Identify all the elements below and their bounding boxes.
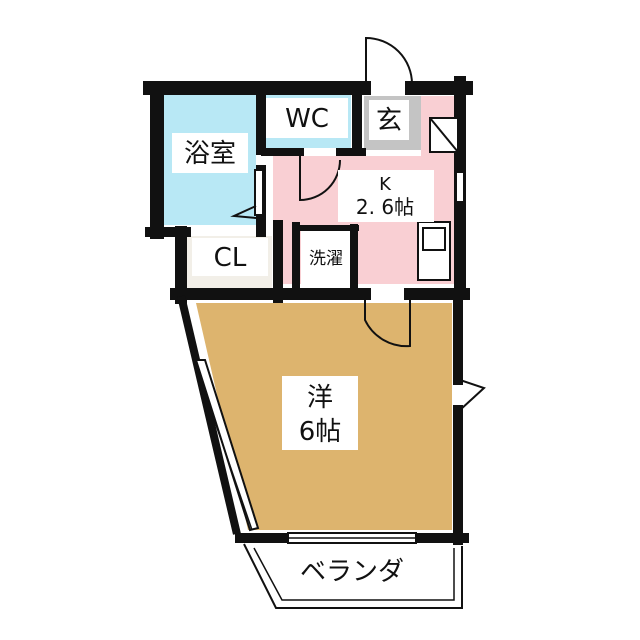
veranda-inner [253, 547, 455, 601]
western-label-size: 6帖 [299, 417, 342, 447]
bath-label: 浴室 [184, 139, 236, 169]
veranda-label: ベランダ [300, 557, 404, 587]
kitchen-label-size: 2. 6帖 [356, 195, 414, 219]
kitchen-label-name: K [379, 174, 392, 195]
front-door-swing [365, 36, 413, 88]
bath-door [230, 205, 257, 219]
western-label-name: 洋 [307, 383, 333, 413]
kitchen-window [455, 171, 465, 203]
laundry-label: 洗濯 [309, 249, 343, 269]
wc-label: WC [285, 104, 329, 134]
western-door-swing [364, 300, 411, 348]
laundry-floor [301, 231, 351, 284]
windows [194, 169, 465, 544]
bath-label-bg [172, 133, 248, 173]
doors [230, 36, 486, 411]
entrance-label: 玄 [376, 106, 402, 136]
wc-door-swing [299, 152, 341, 202]
bath-window [254, 169, 264, 216]
wc-label-bg [266, 98, 348, 138]
closet-label: CL [214, 243, 247, 273]
kitchen-label-bg [338, 170, 434, 222]
western-label-bg [282, 376, 358, 450]
entrance-label-bg [369, 100, 409, 140]
kitchen-stove [422, 227, 446, 251]
balcony-door [459, 379, 486, 411]
closet-label-bg [192, 238, 268, 276]
veranda-railing [243, 543, 463, 609]
veranda-floor [250, 545, 460, 606]
